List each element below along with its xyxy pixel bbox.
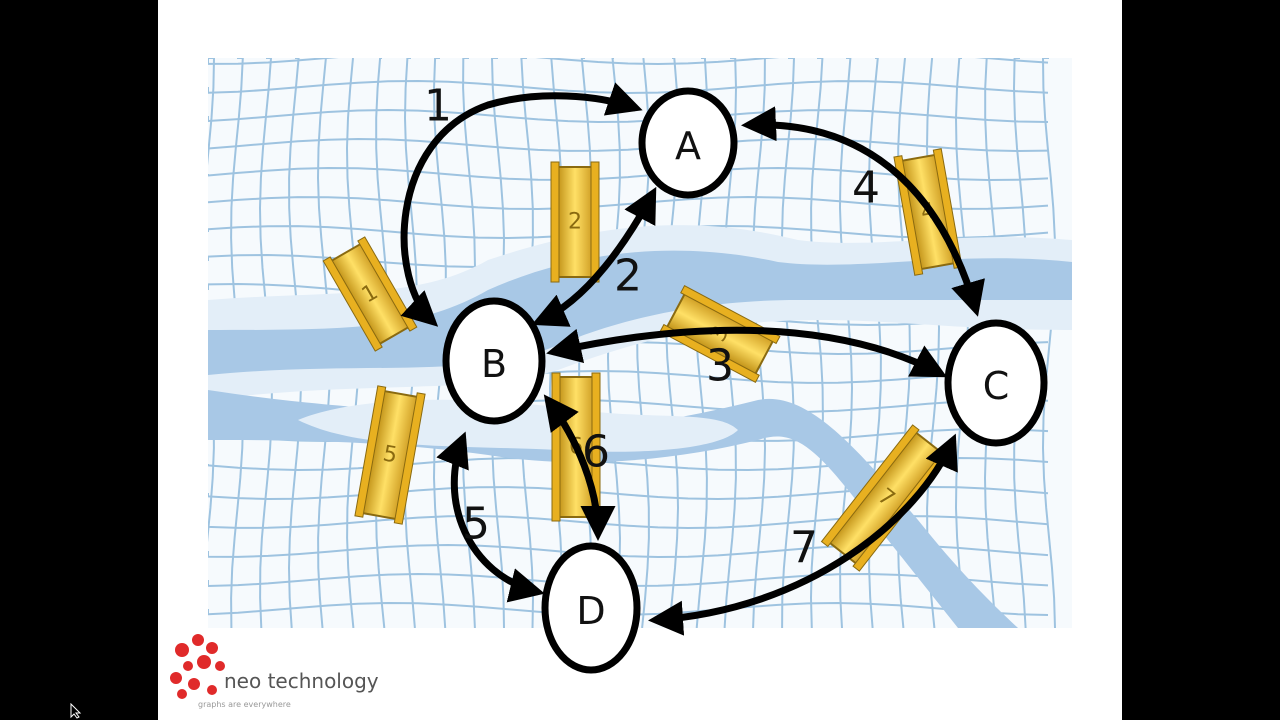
node-label-d: D — [576, 589, 605, 633]
grid-line — [208, 58, 216, 543]
edge-label-6: 6 — [582, 427, 610, 478]
edge-2 — [531, 186, 657, 327]
edge-label-2: 2 — [614, 251, 642, 302]
edge-label-1: 1 — [424, 81, 452, 132]
logo-name: neo technology — [224, 669, 379, 693]
edges — [400, 82, 985, 636]
bridge-2: 2 — [550, 161, 600, 283]
bridge-label: 2 — [568, 210, 582, 235]
edge-4 — [741, 106, 985, 317]
node-c — [944, 319, 1048, 447]
node-label-b: B — [481, 342, 507, 386]
edge-labels: 1 2 3 4 5 6 7 — [424, 81, 880, 574]
edge-label-7: 7 — [790, 523, 818, 574]
slide: 1 2 3 4 5 6 — [158, 0, 1122, 720]
bridge-5: 5 — [354, 385, 426, 525]
node-d — [541, 542, 641, 674]
edge-1 — [400, 82, 643, 327]
node-label-c: C — [983, 364, 1010, 408]
edge-6 — [543, 394, 616, 541]
nodes: A B C D — [442, 87, 1048, 674]
bridge-1: 1 — [322, 236, 418, 352]
node-b — [442, 297, 546, 425]
grid-line — [208, 58, 1049, 66]
konigsberg-diagram: 1 2 3 4 5 6 — [170, 58, 1072, 709]
logo-tagline: graphs are everywhere — [198, 700, 291, 709]
mouse-cursor-icon — [70, 703, 82, 719]
node-label-a: A — [675, 124, 701, 168]
edge-3 — [546, 326, 948, 378]
graph-dots-icon — [170, 634, 225, 699]
neo-technology-logo: neo technology graphs are everywhere — [170, 634, 379, 709]
edge-label-5: 5 — [462, 499, 490, 550]
node-a — [638, 87, 738, 199]
bridge-label: 5 — [381, 441, 399, 468]
edge-7 — [648, 433, 958, 636]
edge-label-3: 3 — [706, 341, 734, 392]
edge-5 — [436, 431, 545, 603]
edge-label-4: 4 — [852, 163, 880, 214]
